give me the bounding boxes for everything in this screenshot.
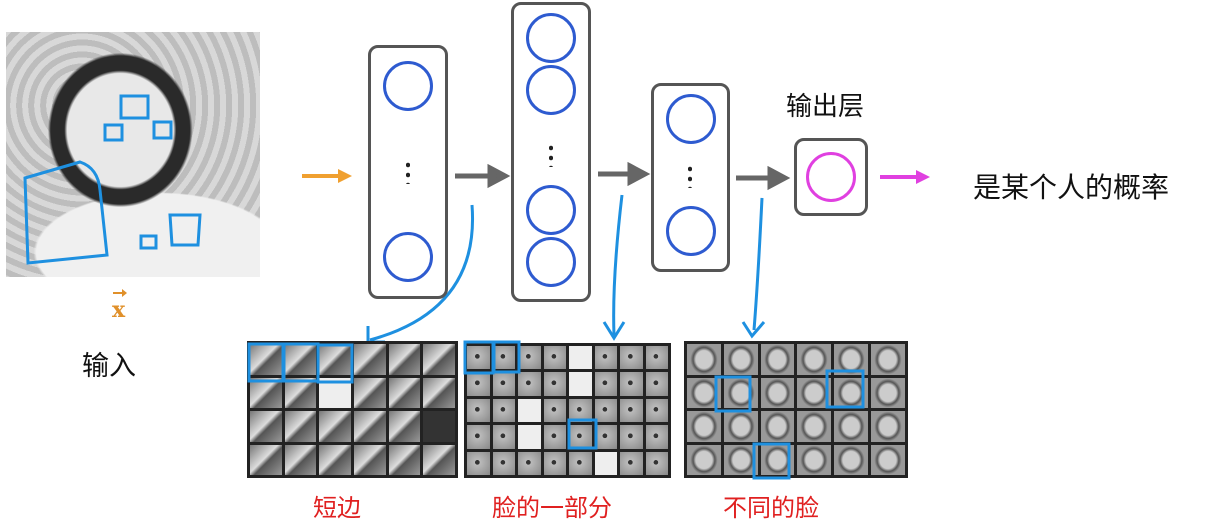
face-parts-grid <box>464 343 671 478</box>
neuron <box>383 232 433 282</box>
hidden-layer-3 <box>651 83 730 272</box>
neuron <box>383 61 433 111</box>
output-layer-title: 输出层 <box>786 92 865 122</box>
neuron <box>526 185 576 235</box>
edge-features-grid <box>247 341 458 478</box>
caption-face-parts: 脸的一部分 <box>492 494 612 522</box>
ellipsis-dots <box>406 160 410 184</box>
input-vector-symbol: x <box>112 289 127 323</box>
layer-arrows <box>455 161 791 191</box>
output-probability-label: 是某个人的概率 <box>973 171 1170 204</box>
hidden-layer-1 <box>368 45 448 299</box>
input-label: 输入 <box>82 351 136 382</box>
feature-pointer-arrows <box>366 194 766 344</box>
caption-edges: 短边 <box>313 494 361 522</box>
faces-grid <box>684 341 908 478</box>
vector-x: x <box>112 297 126 323</box>
neuron <box>526 13 576 63</box>
feature-boxes <box>23 94 202 265</box>
output-arrow <box>880 170 930 184</box>
output-layer <box>794 138 868 216</box>
neuron <box>666 206 716 256</box>
ellipsis-dots <box>688 164 692 188</box>
ellipsis-dots <box>549 143 553 167</box>
vector-arrow-icon <box>113 289 127 297</box>
neuron <box>526 237 576 287</box>
neuron <box>666 94 716 144</box>
caption-different-faces: 不同的脸 <box>723 494 819 522</box>
input-arrow <box>302 169 352 183</box>
neuron <box>526 65 576 115</box>
hidden-layer-2 <box>511 2 591 302</box>
output-neuron <box>806 152 856 202</box>
input-face-photo <box>6 32 260 277</box>
